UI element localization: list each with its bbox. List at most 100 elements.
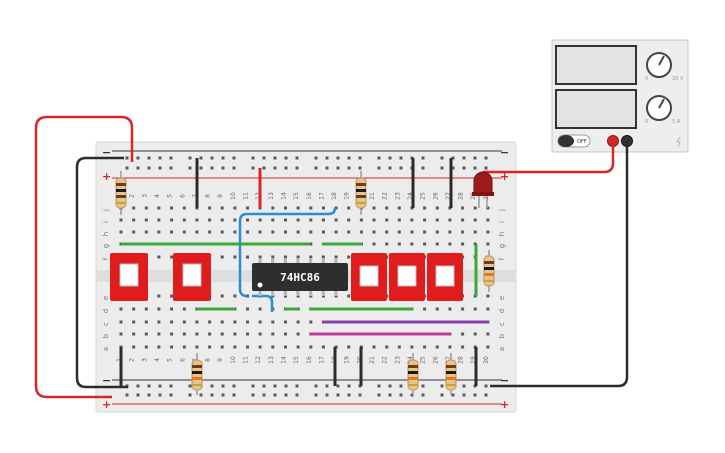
rail-hole[interactable]	[410, 393, 414, 397]
rail-hole[interactable]	[210, 393, 214, 397]
breadboard-hole[interactable]	[233, 294, 237, 298]
breadboard-hole[interactable]	[410, 242, 414, 246]
breadboard-hole[interactable]	[486, 307, 490, 311]
breadboard-hole[interactable]	[461, 218, 465, 222]
breadboard-hole[interactable]	[246, 230, 249, 234]
breadboard-hole[interactable]	[284, 218, 287, 222]
breadboard-hole[interactable]	[170, 218, 174, 222]
rail-hole[interactable]	[473, 166, 477, 170]
rail-hole[interactable]	[273, 384, 277, 388]
breadboard-hole[interactable]	[284, 320, 287, 324]
breadboard-hole[interactable]	[321, 345, 325, 349]
breadboard-hole[interactable]	[473, 230, 477, 234]
rail-hole[interactable]	[295, 156, 299, 160]
rail-hole[interactable]	[462, 156, 466, 160]
rail-hole[interactable]	[358, 166, 362, 170]
breadboard-hole[interactable]	[208, 206, 212, 210]
breadboard-hole[interactable]	[296, 218, 300, 222]
rail-hole[interactable]	[221, 384, 225, 388]
breadboard-hole[interactable]	[170, 294, 174, 298]
breadboard-hole[interactable]	[423, 218, 427, 222]
breadboard-hole[interactable]	[486, 242, 490, 246]
rail-hole[interactable]	[421, 166, 425, 170]
breadboard-hole[interactable]	[284, 345, 287, 349]
breadboard-hole[interactable]	[372, 230, 376, 234]
breadboard-hole[interactable]	[309, 255, 313, 259]
rail-hole[interactable]	[314, 384, 318, 388]
rail-hole[interactable]	[147, 156, 151, 160]
breadboard-hole[interactable]	[397, 242, 401, 246]
breadboard-hole[interactable]	[461, 230, 465, 234]
dip-switch-2-toggle[interactable]	[182, 263, 202, 287]
breadboard-hole[interactable]	[208, 218, 212, 222]
breadboard-hole[interactable]	[486, 206, 490, 210]
rail-hole[interactable]	[377, 156, 381, 160]
breadboard-hole[interactable]	[170, 320, 174, 324]
breadboard-hole[interactable]	[182, 206, 186, 210]
breadboard-hole[interactable]	[448, 230, 452, 234]
breadboard-hole[interactable]	[372, 242, 376, 246]
breadboard-hole[interactable]	[170, 345, 174, 349]
rail-hole[interactable]	[314, 393, 318, 397]
breadboard-hole[interactable]	[397, 206, 401, 210]
breadboard-hole[interactable]	[309, 242, 313, 246]
breadboard-hole[interactable]	[284, 206, 287, 210]
breadboard-hole[interactable]	[284, 255, 287, 259]
breadboard-hole[interactable]	[347, 218, 351, 222]
rail-hole[interactable]	[188, 384, 192, 388]
breadboard-hole[interactable]	[157, 206, 161, 210]
dip-switch-3[interactable]	[351, 253, 387, 301]
rail-hole[interactable]	[440, 393, 444, 397]
breadboard-hole[interactable]	[296, 230, 300, 234]
rail-hole[interactable]	[262, 166, 266, 170]
breadboard-hole[interactable]	[271, 206, 275, 210]
breadboard-hole[interactable]	[321, 230, 325, 234]
breadboard-hole[interactable]	[296, 332, 300, 336]
breadboard-hole[interactable]	[144, 345, 148, 349]
breadboard-hole[interactable]	[220, 255, 224, 259]
rail-hole[interactable]	[284, 384, 288, 388]
breadboard-hole[interactable]	[258, 230, 262, 234]
breadboard-hole[interactable]	[385, 230, 389, 234]
rail-hole[interactable]	[325, 384, 329, 388]
breadboard-hole[interactable]	[423, 345, 427, 349]
dip-switch-1-toggle[interactable]	[119, 263, 139, 287]
rail-hole[interactable]	[325, 393, 329, 397]
breadboard-hole[interactable]	[258, 218, 262, 222]
breadboard-hole[interactable]	[157, 332, 161, 336]
rail-hole[interactable]	[273, 166, 277, 170]
breadboard-hole[interactable]	[119, 218, 123, 222]
breadboard-hole[interactable]	[132, 307, 136, 311]
breadboard-hole[interactable]	[385, 242, 389, 246]
rail-hole[interactable]	[347, 166, 351, 170]
breadboard-hole[interactable]	[448, 218, 452, 222]
led[interactable]	[472, 171, 494, 208]
breadboard-hole[interactable]	[119, 320, 123, 324]
rail-hole[interactable]	[210, 156, 214, 160]
breadboard-hole[interactable]	[246, 206, 249, 210]
breadboard-hole[interactable]	[132, 206, 136, 210]
breadboard-hole[interactable]	[271, 332, 275, 336]
breadboard-hole[interactable]	[486, 345, 490, 349]
rail-hole[interactable]	[262, 384, 266, 388]
resistor-bottom-1[interactable]	[191, 353, 203, 395]
rail-hole[interactable]	[377, 166, 381, 170]
rail-hole[interactable]	[188, 166, 192, 170]
breadboard-hole[interactable]	[144, 230, 148, 234]
dip-switch-5[interactable]	[427, 253, 463, 301]
breadboard-hole[interactable]	[258, 332, 262, 336]
rail-hole[interactable]	[451, 393, 455, 397]
breadboard-hole[interactable]	[208, 320, 212, 324]
rail-hole[interactable]	[358, 156, 362, 160]
breadboard-hole[interactable]	[258, 255, 262, 259]
breadboard-hole[interactable]	[132, 218, 136, 222]
breadboard-hole[interactable]	[448, 307, 452, 311]
breadboard-hole[interactable]	[220, 218, 224, 222]
rail-hole[interactable]	[221, 393, 225, 397]
breadboard-hole[interactable]	[385, 206, 389, 210]
breadboard-hole[interactable]	[157, 294, 161, 298]
rail-hole[interactable]	[125, 393, 129, 397]
breadboard-hole[interactable]	[246, 345, 249, 349]
